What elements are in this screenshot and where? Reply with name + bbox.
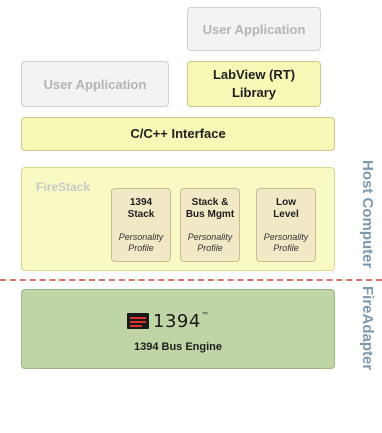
ieee1394-logo-icon xyxy=(127,313,149,329)
bus-engine-label: 1394 Bus Engine xyxy=(133,341,223,353)
module-title: 1394 Stack xyxy=(127,197,155,220)
ieee1394-logo: 1394 ™ xyxy=(127,310,208,332)
module-title: Stack & Bus Mgmt xyxy=(185,197,235,220)
logo-trademark: ™ xyxy=(201,312,208,318)
cpp-interface-box: C/C++ Interface xyxy=(21,117,335,151)
module-title: Low Level xyxy=(273,197,299,220)
logo-text: 1394 xyxy=(153,310,201,332)
top-user-application-box: User Application xyxy=(187,7,321,51)
module-subtitle: Personality Profile xyxy=(263,232,309,253)
module-stack-bus-mgmt: Stack & Bus Mgmt Personality Profile xyxy=(180,188,240,262)
fireadapter-label: FireAdapter xyxy=(359,286,376,371)
module-subtitle: Personality Profile xyxy=(118,232,164,253)
labview-library-box: LabView (RT) Library xyxy=(187,61,321,107)
left-user-application-label: User Application xyxy=(43,76,147,92)
left-user-application-box: User Application xyxy=(21,61,169,107)
cpp-interface-label: C/C++ Interface xyxy=(130,126,226,141)
firestack-title: FireStack xyxy=(36,180,91,194)
host-computer-label: Host Computer xyxy=(359,160,376,269)
host-adapter-divider xyxy=(0,279,382,281)
labview-library-label: LabView (RT) Library xyxy=(212,67,296,100)
module-1394-stack: 1394 Stack Personality Profile xyxy=(111,188,171,262)
top-user-application-label: User Application xyxy=(202,21,306,37)
module-low-level: Low Level Personality Profile xyxy=(256,188,316,262)
bus-engine-box: 1394 ™ 1394 Bus Engine xyxy=(21,289,335,369)
module-subtitle: Personality Profile xyxy=(187,232,233,253)
